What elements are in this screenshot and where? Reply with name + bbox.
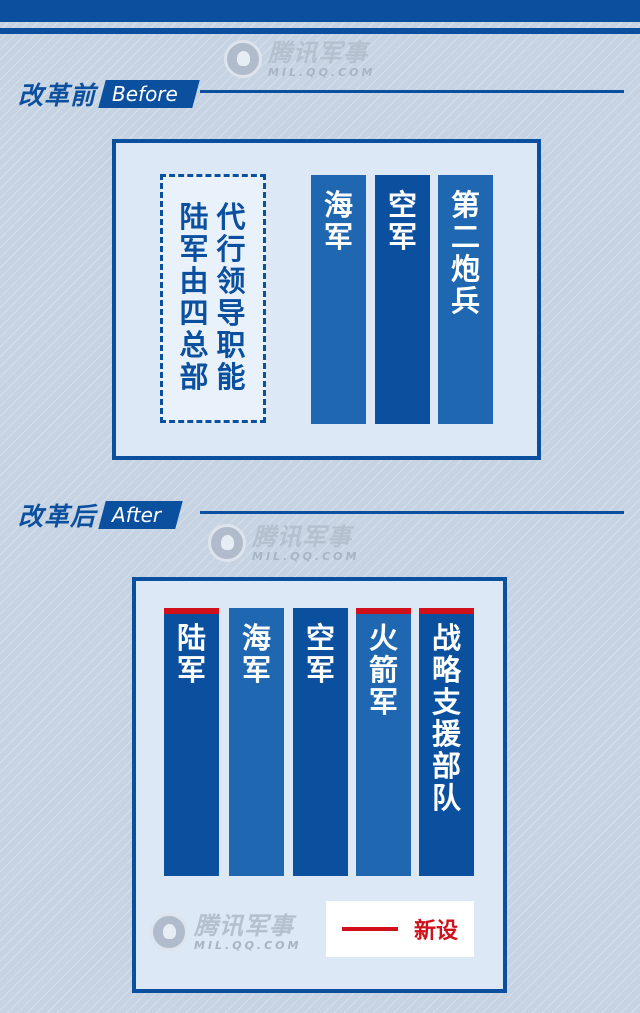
watermark-url: MIL.QQ.COM (194, 938, 302, 952)
after-column-rocket-force: 火箭军 (356, 608, 411, 876)
after-column-label: 战略支援部队 (431, 621, 461, 815)
legend-red-line (342, 927, 398, 931)
watermark: 腾讯军事 MIL.QQ.COM (150, 913, 301, 951)
new-marker (164, 608, 219, 614)
penguin-logo-icon (208, 524, 246, 562)
before-column-label: 海军 (323, 188, 353, 254)
penguin-logo-icon (224, 40, 262, 78)
before-title-en: Before (112, 82, 178, 106)
top-rule (0, 28, 640, 34)
after-header-rule (200, 511, 624, 514)
watermark-url: MIL.QQ.COM (268, 65, 376, 79)
before-column-second-artillery: 第二炮兵 (438, 175, 493, 424)
legend: 新设 (326, 901, 474, 957)
after-title-en-badge: After (98, 501, 183, 529)
penguin-logo-icon (150, 913, 188, 951)
after-column-army: 陆军 (164, 608, 219, 876)
after-column-airforce: 空军 (293, 608, 348, 876)
after-column-label: 空军 (305, 621, 335, 687)
after-column-strategic-support: 战略支援部队 (419, 608, 474, 876)
after-column-navy: 海军 (229, 608, 284, 876)
before-header: 改革前 Before (18, 76, 200, 112)
before-title-cn: 改革前 (18, 81, 97, 110)
before-column-label: 空军 (387, 188, 417, 254)
watermark-name: 腾讯军事 (252, 522, 352, 551)
army-leadership-text-left: 陆军由四总部 (179, 200, 209, 394)
before-column-navy: 海军 (311, 175, 366, 424)
legend-label: 新设 (414, 919, 459, 944)
after-column-label: 海军 (241, 621, 271, 687)
watermark-url: MIL.QQ.COM (252, 549, 360, 563)
after-column-label: 陆军 (176, 621, 206, 687)
before-header-rule (200, 90, 624, 93)
army-leadership-box: 陆军由四总部 代行领导职能 (160, 174, 266, 423)
before-panel: 陆军由四总部 代行领导职能 海军 空军 第二炮兵 (112, 139, 541, 460)
after-title-en: After (112, 503, 162, 527)
new-marker (356, 608, 411, 614)
after-title-cn: 改革后 (18, 502, 97, 531)
after-header: 改革后 After (18, 497, 183, 533)
army-leadership-text-right: 代行领导职能 (216, 200, 246, 394)
watermark: 腾讯军事 MIL.QQ.COM (224, 40, 375, 78)
new-marker (419, 608, 474, 614)
before-title-en-badge: Before (98, 80, 200, 108)
before-column-airforce: 空军 (375, 175, 430, 424)
watermark-name: 腾讯军事 (268, 38, 368, 67)
top-bar (0, 0, 640, 22)
after-panel: 陆军 海军 空军 火箭军 战略支援部队 腾讯军事 MIL.QQ.COM 新设 (132, 577, 507, 993)
after-column-label: 火箭军 (368, 621, 398, 719)
before-column-label: 第二炮兵 (450, 188, 480, 318)
watermark-name: 腾讯军事 (194, 911, 294, 940)
watermark: 腾讯军事 MIL.QQ.COM (208, 524, 359, 562)
